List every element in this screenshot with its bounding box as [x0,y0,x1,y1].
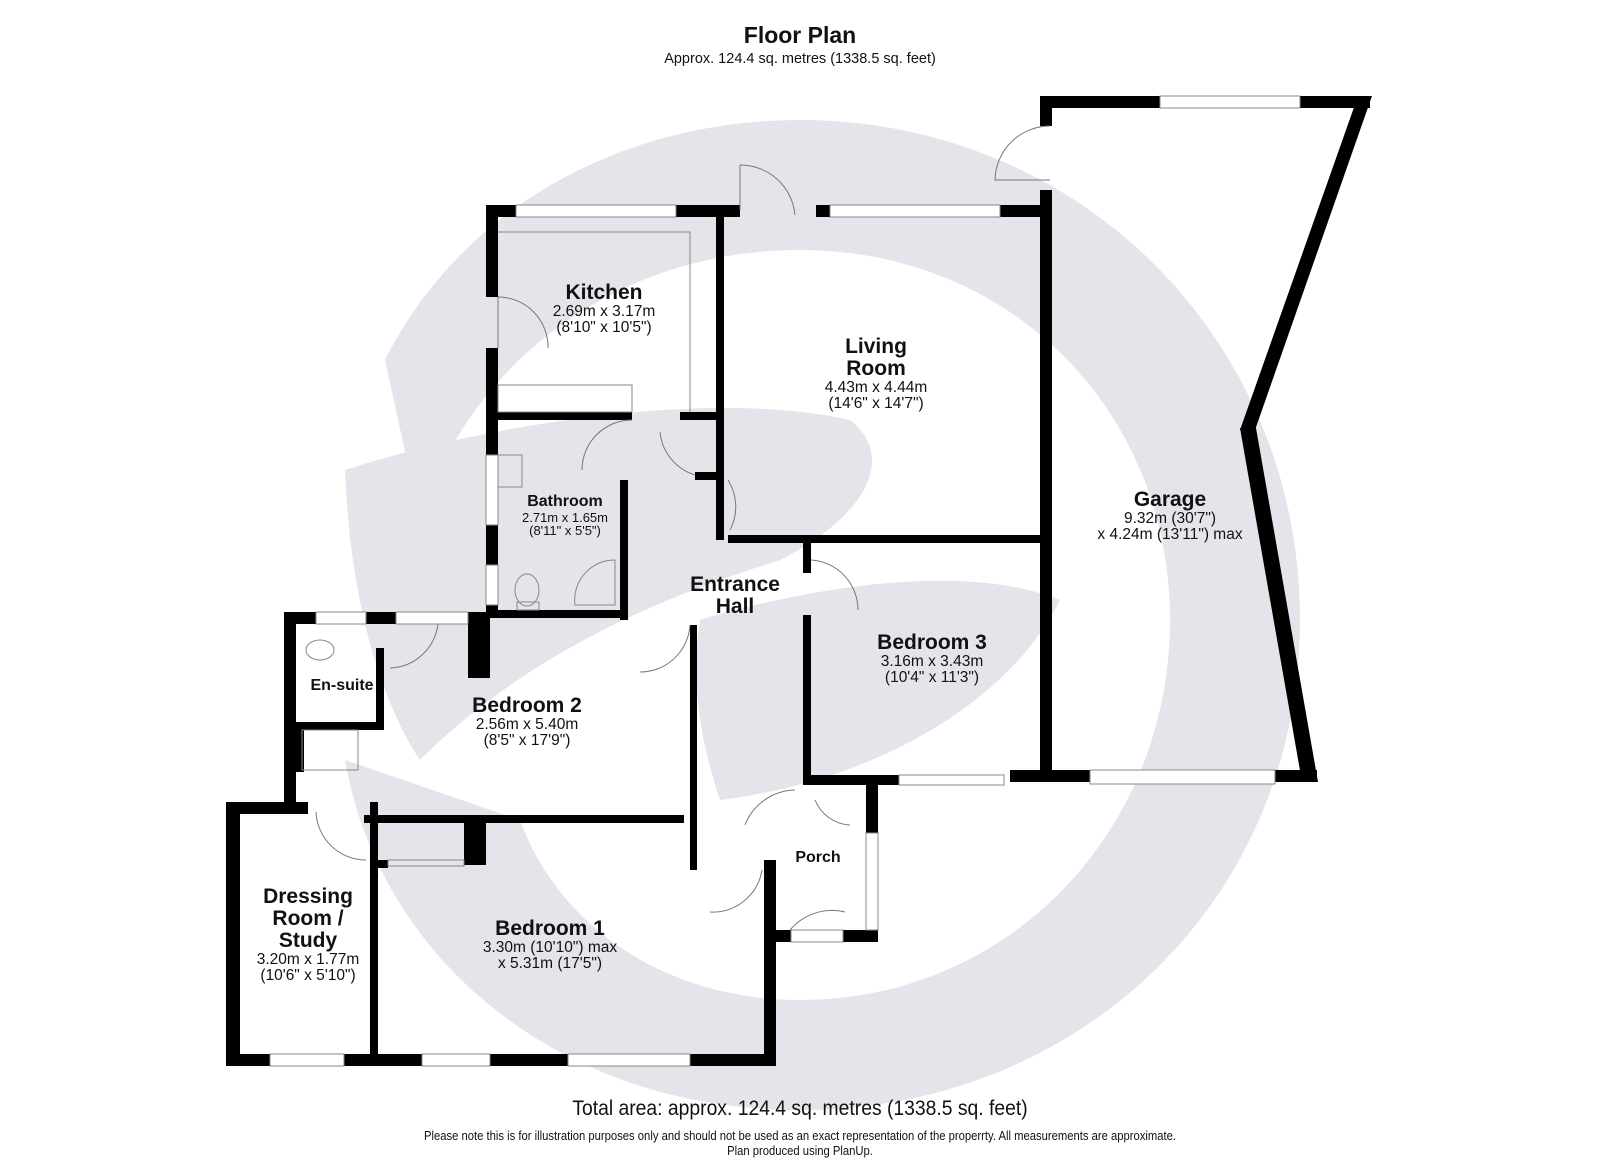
room-name: Kitchen [565,281,643,304]
room-dim-metric: 4.43m x 4.44m [824,379,928,397]
room-name: Room [846,357,906,381]
credit: Plan produced using PlanUp. [727,1144,873,1158]
room-dim-imperial: (10'6" x 5'10") [260,967,356,985]
room-dim-imperial: (8'10" x 10'5") [556,319,652,337]
room-dim-metric: 2.56m x 5.40m [475,716,579,734]
walls [226,96,1372,1066]
room-dim-line2: x 4.24m (13'11") max [1097,526,1243,544]
room-en-suite: En-suite [310,677,374,695]
room-dim-metric: 2.69m x 3.17m [552,303,656,321]
fixtures [301,231,691,867]
room-living: Living Room 4.43m x 4.44m (14'6" x 14'7"… [824,335,928,413]
room-dim-line1: 9.32m (30'7") [1123,510,1217,528]
room-name: Study [278,929,338,953]
room-bathroom: Bathroom 2.71m x 1.65m (8'11" x 5'5") [522,493,608,539]
total-area: Total area: approx. 124.4 sq. metres (13… [572,1097,1028,1120]
room-entrance-hall: Entrance Hall [690,573,780,619]
room-name: Bedroom 1 [495,917,605,940]
room-kitchen: Kitchen 2.69m x 3.17m (8'10" x 10'5") [552,281,656,337]
room-dim-imperial: (8'11" x 5'5") [529,523,601,539]
room-dim-metric: 2.71m x 1.65m [522,509,608,525]
disclaimer: Please note this is for illustration pur… [423,1129,1177,1143]
room-name: Hall [715,595,755,619]
room-dim-line1: 3.30m (10'10") max [482,939,618,957]
room-bedroom-2: Bedroom 2 2.56m x 5.40m (8'5" x 17'9") [472,694,582,750]
room-name: Bathroom [527,493,603,510]
room-dim-metric: 3.20m x 1.77m [256,951,360,969]
room-name: Dressing [263,885,353,908]
room-dim-metric: 3.16m x 3.43m [880,653,984,671]
room-dim-imperial: (8'5" x 17'9") [483,732,571,750]
page-subtitle: Approx. 124.4 sq. metres (1338.5 sq. fee… [664,51,936,67]
room-bedroom-3: Bedroom 3 3.16m x 3.43m (10'4" x 11'3") [877,631,987,687]
windows [269,95,1301,1067]
room-dim-imperial: (14'6" x 14'7") [828,395,924,413]
room-porch: Porch [795,849,841,867]
room-dressing-room: Dressing Room / Study 3.20m x 1.77m (10'… [256,885,360,985]
door-swings [315,125,1051,931]
room-dim-line2: x 5.31m (17'5") [497,955,603,973]
room-name: Room / [272,907,344,931]
room-bedroom-1: Bedroom 1 3.30m (10'10") max x 5.31m (17… [482,917,618,973]
room-name: En-suite [310,677,374,694]
page-title: Floor Plan [743,22,857,48]
room-name: Living [845,335,907,358]
room-name: Bedroom 3 [877,631,987,654]
room-name: Porch [795,849,841,866]
room-name: Bedroom 2 [472,694,582,717]
room-name: Garage [1133,488,1207,511]
room-dim-imperial: (10'4" x 11'3") [884,669,980,687]
room-name: Entrance [690,573,780,596]
room-garage: Garage 9.32m (30'7") x 4.24m (13'11") ma… [1097,488,1243,544]
